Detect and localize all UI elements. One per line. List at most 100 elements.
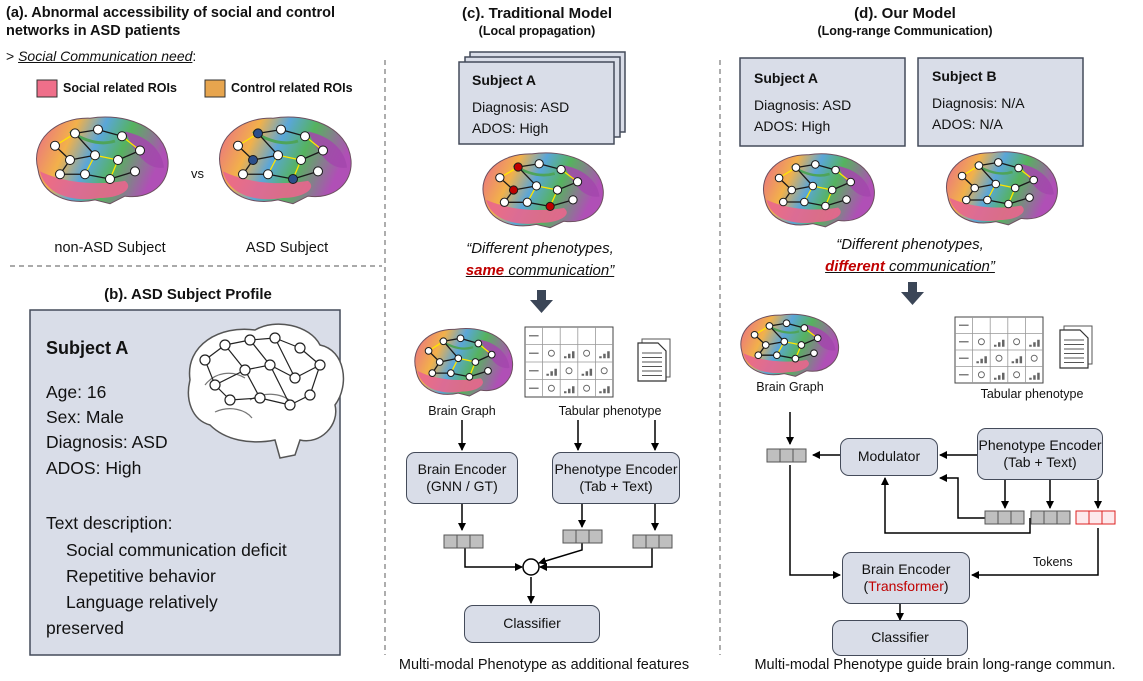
vs-label: vs [191, 166, 204, 181]
need-prefix: > [6, 48, 15, 64]
d-pheno-token-2 [1030, 510, 1071, 525]
c-brain-encoder: Brain Encoder (GNN / GT) [406, 452, 518, 504]
profile-desc-1: Social communication deficit [66, 540, 287, 560]
brain-asd [219, 116, 352, 205]
panel-c-subtitle: (Local propagation) [478, 24, 596, 38]
c-quote-line2: same communication” [466, 262, 614, 279]
d-tabular-label: Tabular phenotype [980, 387, 1084, 401]
d-pheno-token-1 [984, 510, 1025, 525]
subject-b-box-d [917, 57, 1084, 147]
c-pheno-encoder-line2: (Tab + Text) [579, 478, 653, 494]
d-pheno-encoder-line1: Phenotype Encoder [978, 436, 1102, 453]
d-quote-rest: communication” [884, 258, 995, 275]
brain-c-graph [414, 328, 514, 397]
d-paren-close: ) [943, 578, 949, 594]
flow-arrows-c [458, 420, 659, 604]
d-transformer-label: Transformer [868, 578, 944, 594]
panel-a-title-line2: networks in ASD patients [6, 23, 181, 39]
panel-b-title: (b). ASD Subject Profile [104, 286, 272, 303]
d-brain-encoder-line2: (Transformer) [863, 578, 948, 596]
d-subject-a: Subject A [754, 70, 819, 86]
d-classifier: Classifier [832, 620, 968, 656]
c-document-icon [637, 338, 671, 382]
d-quote-line1: “Different phenotypes, [836, 236, 984, 253]
c-phenotype-encoder: Phenotype Encoder (Tab + Text) [552, 452, 680, 504]
brain-c-subject [482, 152, 604, 229]
d-pheno-token-red [1075, 510, 1116, 525]
legend-social-swatch [36, 79, 58, 98]
c-subject: Subject A [472, 72, 537, 88]
c-quote-line1: “Different phenotypes, [466, 240, 614, 257]
c-pheno-token-2 [632, 534, 673, 549]
c-tabular-table-icon [524, 326, 614, 398]
d-brain-token [766, 448, 807, 463]
profile-ados: ADOS: High [46, 458, 142, 478]
profile-desc-3a: Language relatively [66, 592, 218, 612]
c-brain-encoder-line2: (GNN / GT) [426, 478, 498, 494]
profile-diagnosis: Diagnosis: ASD [46, 432, 168, 452]
d-quote-red: different [825, 258, 885, 275]
c-brain-encoder-line1: Brain Encoder [417, 460, 507, 477]
down-arrow-d [901, 282, 924, 305]
flow-arrows-d [786, 412, 1102, 621]
d-subject-b: Subject B [932, 68, 997, 84]
profile-sex: Sex: Male [46, 407, 124, 427]
d-tabular-table-icon [954, 316, 1044, 384]
brain-d-graph [740, 313, 840, 377]
d-diag-b: Diagnosis: N/A [932, 95, 1025, 111]
brain-non-asd [36, 116, 169, 205]
d-quote-line2: different communication” [825, 258, 995, 275]
d-ados-a: ADOS: High [754, 118, 831, 134]
d-paren-open: ( [863, 578, 869, 594]
subject-a-box-c [458, 61, 615, 145]
d-diag-a: Diagnosis: ASD [754, 97, 852, 113]
d-brain-encoder: Brain Encoder (Transformer) [842, 552, 970, 604]
brain-d-subject-a [763, 153, 875, 228]
d-classifier-label: Classifier [871, 629, 929, 646]
c-brain-token [443, 534, 484, 549]
d-tokens-label: Tokens [1033, 555, 1073, 569]
profile-text-desc: Text description: [46, 513, 173, 533]
legend-social-label: Social related ROIs [63, 81, 177, 95]
profile-desc-3b: preserved [46, 618, 124, 638]
c-tabular-label: Tabular phenotype [558, 404, 662, 418]
d-phenotype-encoder: Phenotype Encoder (Tab + Text) [977, 428, 1103, 480]
c-brain-graph-label: Brain Graph [428, 404, 496, 418]
down-arrow-c [530, 290, 553, 313]
need-label: Social Communication need [18, 48, 193, 64]
need-suffix: : [192, 48, 197, 64]
d-brain-encoder-line1: Brain Encoder [861, 560, 951, 577]
d-pheno-encoder-line2: (Tab + Text) [1003, 454, 1077, 470]
panel-a-title-line1: (a). Abnormal accessibility of social an… [6, 5, 336, 21]
d-ados-b: ADOS: N/A [932, 116, 1003, 132]
d-brain-graph-label: Brain Graph [756, 380, 824, 394]
d-modulator: Modulator [840, 438, 938, 476]
need-line: > Social Communication need: [6, 48, 196, 64]
c-caption: Multi-modal Phenotype as additional feat… [398, 657, 690, 673]
panel-d-subtitle: (Long-range Communication) [817, 24, 993, 38]
d-document-icon [1059, 325, 1093, 369]
profile-graph-network [199, 332, 326, 411]
plus-circle [522, 558, 540, 576]
subject-a-box-d [739, 57, 906, 147]
c-classifier: Classifier [464, 605, 600, 643]
c-quote-rest: communication” [504, 262, 615, 279]
brain-d-subject-b [946, 151, 1058, 226]
asd-label: ASD Subject [245, 240, 329, 256]
profile-desc-2: Repetitive behavior [66, 566, 216, 586]
non-asd-label: non-ASD Subject [54, 240, 166, 256]
c-pheno-encoder-line1: Phenotype Encoder [554, 460, 678, 477]
c-ados: ADOS: High [472, 120, 549, 136]
c-classifier-label: Classifier [503, 615, 561, 632]
c-diagnosis: Diagnosis: ASD [472, 99, 570, 115]
panel-c-title: (c). Traditional Model [461, 5, 613, 22]
profile-subject: Subject A [46, 338, 129, 358]
profile-age: Age: 16 [46, 382, 107, 402]
d-caption: Multi-modal Phenotype guide brain long-r… [754, 657, 1116, 673]
c-pheno-token-1 [562, 529, 603, 544]
c-quote-red: same [465, 262, 505, 279]
legend-control-swatch [204, 79, 226, 98]
legend-control-label: Control related ROIs [231, 81, 353, 95]
panel-d-title: (d). Our Model [854, 5, 956, 22]
